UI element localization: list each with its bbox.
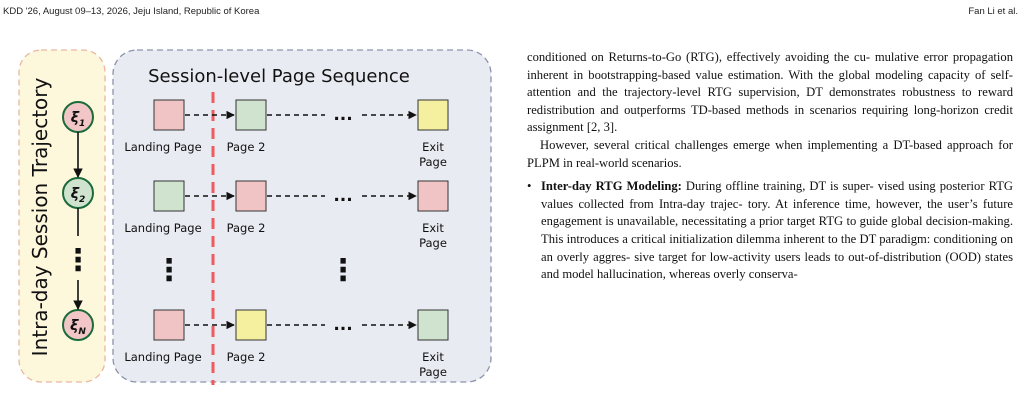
bullet-text: During offline training, DT is super- vi… <box>541 179 1013 282</box>
rows-vdots-right: ⋮ <box>328 253 358 288</box>
landing-page-box <box>153 180 185 212</box>
rows-vdots-left: ⋮ <box>154 253 184 288</box>
exit-label-line1: Exit <box>422 350 444 364</box>
sequence-row-1: ... Landing Page Page 2 Exit Page <box>124 99 449 169</box>
page-2-label: Page 2 <box>227 221 266 235</box>
page-2-label: Page 2 <box>227 140 266 154</box>
landing-page-label: Landing Page <box>124 221 201 235</box>
exit-label-line1: Exit <box>422 221 444 235</box>
paragraph-1: conditioned on Returns-to-Go (RTG), effe… <box>527 50 1013 135</box>
page-sequence-panel-title: Session-level Page Sequence <box>148 66 410 87</box>
page-2-label: Page 2 <box>227 350 266 364</box>
landing-page-box <box>153 99 185 131</box>
exit-label-line2: Page <box>419 236 447 250</box>
intra-day-panel <box>18 49 106 383</box>
page-sequence-panel <box>112 49 492 383</box>
page-2-box <box>235 99 267 131</box>
exit-page-box <box>417 180 449 212</box>
bullet-marker: • <box>527 179 532 194</box>
landing-page-label: Landing Page <box>124 350 201 364</box>
sequence-row-3: ... Landing Page Page 2 Exit Page <box>124 309 449 379</box>
sequence-ellipsis: ... <box>333 186 352 206</box>
bullet-title: Inter-day RTG Modeling: <box>541 179 682 194</box>
exit-label-line2: Page <box>419 365 447 379</box>
sequence-row-2: ... Landing Page Page 2 Exit Page <box>124 180 449 250</box>
paragraph-2: However, several critical challenges eme… <box>527 137 1013 170</box>
intra-day-panel-title: Intra-day Session Trajectory <box>28 78 52 357</box>
svg-text:ξ1: ξ1 <box>71 110 86 129</box>
trajectory-node-n: ξN <box>62 309 94 341</box>
svg-text:ξ2: ξ2 <box>71 186 86 205</box>
trajectory-vdots: ⋮ <box>63 243 93 278</box>
running-header-left: KDD '26, August 09–13, 2026, Jeju Island… <box>3 6 260 17</box>
landing-page-box <box>153 309 185 341</box>
exit-page-box <box>417 309 449 341</box>
body-text-column: conditioned on Returns-to-Go (RTG), effe… <box>527 49 1013 284</box>
landing-page-label: Landing Page <box>124 140 201 154</box>
trajectory-node-2: ξ2 <box>62 177 94 209</box>
trajectory-node-1: ξ1 <box>62 101 94 133</box>
page-2-box <box>235 309 267 341</box>
exit-label-line2: Page <box>419 155 447 169</box>
exit-label-line1: Exit <box>422 140 444 154</box>
svg-text:ξN: ξN <box>70 318 86 337</box>
sequence-ellipsis: ... <box>333 105 352 125</box>
bullet-inter-day-rtg: • Inter-day RTG Modeling: During offline… <box>527 178 1013 284</box>
sequence-ellipsis: ... <box>333 315 352 335</box>
running-header-right: Fan Li et al. <box>968 6 1018 17</box>
session-trajectory-figure: Intra-day Session Trajectory ξ1 ξ2 ξN ⋮ … <box>18 49 492 385</box>
page-2-box <box>235 180 267 212</box>
exit-page-box <box>417 99 449 131</box>
